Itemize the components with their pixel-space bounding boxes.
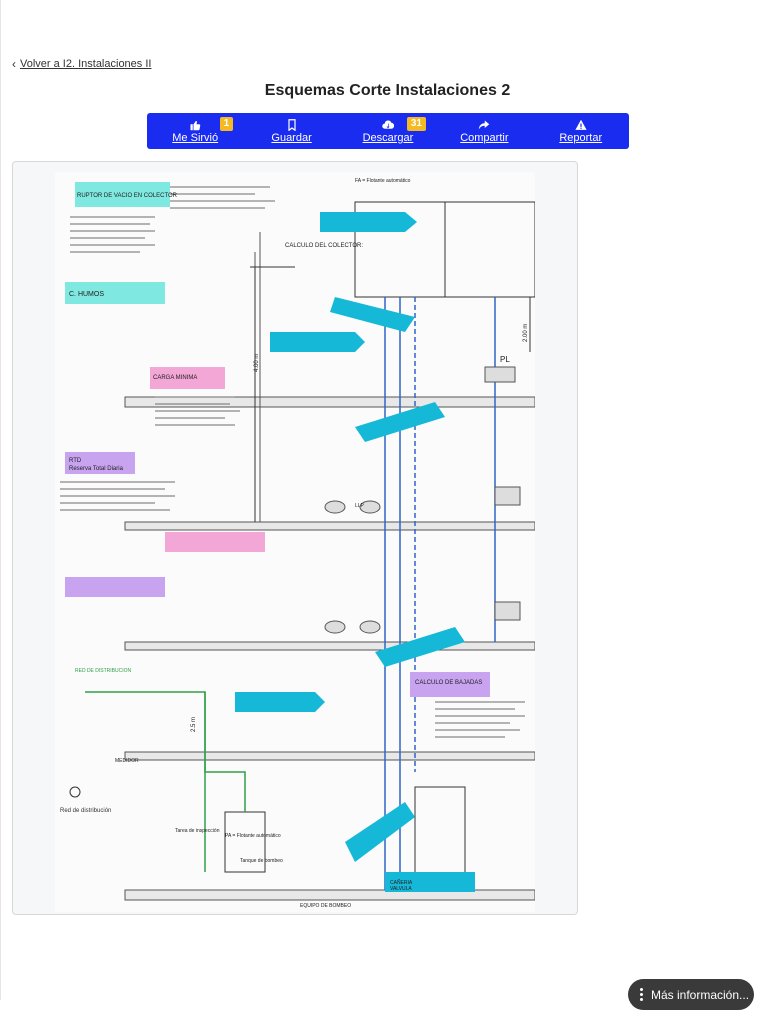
document-page: Red de distribución RUPTOR DE VACIO EN C… bbox=[55, 172, 536, 912]
drawing-label-bombeo: EQUIPO DE BOMBEO bbox=[300, 903, 351, 909]
drawing-label-ruptor: RUPTOR DE VACIO EN COLECTOR bbox=[77, 193, 178, 199]
warning-icon bbox=[575, 119, 587, 130]
drawing-label-bajadas: CALCULO DE BAJADAS bbox=[415, 680, 482, 686]
download-cloud-icon bbox=[382, 120, 394, 129]
drawing-label-rtd: RTD bbox=[69, 458, 82, 464]
drawing-label-llp: LLP bbox=[355, 503, 365, 509]
drawing-label-tarea: Tarea de inspección bbox=[175, 828, 220, 834]
like-count-badge: 1 bbox=[219, 116, 234, 131]
drawing-label-red-dist: RED DE DISTRIBUCION bbox=[75, 668, 132, 674]
page-title: Esquemas Corte Instalaciones 2 bbox=[264, 82, 511, 99]
drawing-label-colector: CALCULO DEL COLECTOR: bbox=[285, 243, 363, 249]
page-left-border bbox=[0, 0, 1, 1000]
drawing-label-pa: PA = Flotante automático bbox=[225, 833, 281, 839]
vertical-dots-icon bbox=[640, 988, 643, 1001]
drawing-label-dim-2: 2.00 m bbox=[523, 324, 529, 342]
drawing-label-fa: FA = Flotante automático bbox=[355, 178, 411, 184]
save-button-label: Guardar bbox=[271, 131, 312, 144]
report-button-label: Reportar bbox=[559, 131, 603, 144]
share-button[interactable]: Compartir bbox=[454, 119, 514, 144]
download-button[interactable]: Descargar 31 bbox=[358, 116, 426, 144]
drawing-label-valvula: VALVULA bbox=[390, 886, 412, 892]
drawing-label-rtd-full: Reserva Total Diaria bbox=[69, 466, 124, 472]
back-link-label[interactable]: Volver a I2. Instalaciones II bbox=[20, 58, 152, 70]
report-button[interactable]: Reportar bbox=[551, 119, 611, 144]
drawing-label-dim-25: 2.5 m bbox=[191, 717, 197, 732]
installation-section-drawing: Red de distribución RUPTOR DE VACIO EN C… bbox=[60, 178, 536, 909]
action-toolbar: Me Sirvió 1 Guardar Descargar 31 Compart… bbox=[147, 113, 629, 149]
drawing-label-red: Red de distribución bbox=[60, 808, 111, 814]
thumbs-up-icon bbox=[190, 120, 201, 130]
like-button[interactable]: Me Sirvió 1 bbox=[165, 116, 234, 144]
drawing-label-humos: C. HUMOS bbox=[69, 291, 104, 298]
drawing-label-tanque: Tanque de bombeo bbox=[240, 858, 283, 864]
more-info-button[interactable]: Más información... bbox=[628, 979, 754, 1010]
drawing-label-caneria: CAÑERIA bbox=[390, 879, 413, 886]
chevron-left-icon: ‹ bbox=[12, 57, 16, 71]
drawing-label-pl-1: PL bbox=[500, 355, 510, 364]
drawing-label-medidor: MEDIDOR bbox=[115, 758, 139, 764]
share-button-label: Compartir bbox=[460, 131, 509, 144]
back-link[interactable]: ‹ Volver a I2. Instalaciones II bbox=[12, 57, 151, 71]
bookmark-icon bbox=[287, 118, 296, 131]
download-count-badge: 31 bbox=[406, 116, 426, 131]
share-icon bbox=[479, 120, 490, 129]
document-viewer[interactable]: Red de distribución RUPTOR DE VACIO EN C… bbox=[12, 161, 578, 915]
save-button[interactable]: Guardar bbox=[262, 118, 322, 144]
download-button-label: Descargar bbox=[362, 131, 414, 144]
drawing-label-carga: CARGA MINIMA bbox=[153, 375, 197, 381]
drawing-label-dim-4: 4.00 m bbox=[254, 354, 260, 372]
more-info-label: Más información... bbox=[651, 987, 750, 1002]
like-button-label: Me Sirvió bbox=[172, 131, 219, 144]
